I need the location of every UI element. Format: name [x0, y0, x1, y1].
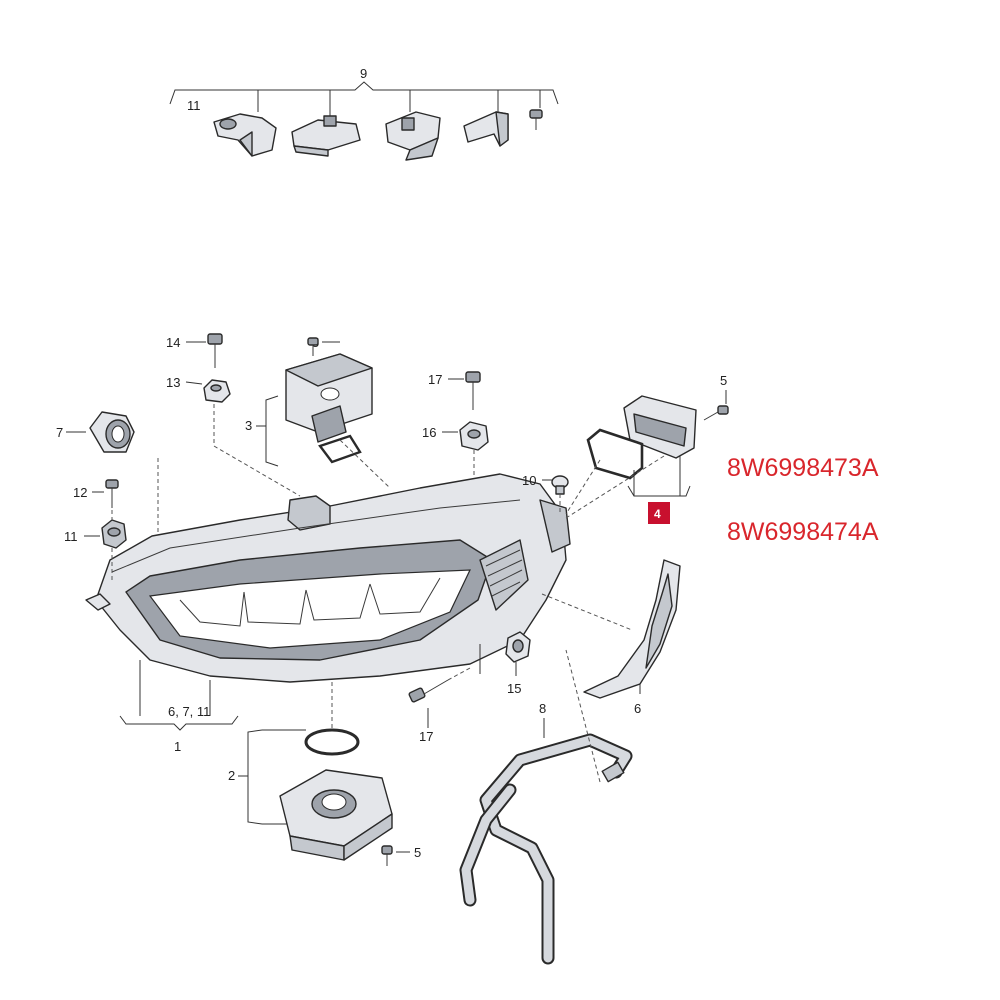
fasteners-left: 14 13 7 12 11 — [56, 333, 231, 549]
nut-16 — [459, 421, 489, 451]
fasteners-right: 10 5 4 — [522, 373, 729, 524]
clip-part-11 — [213, 113, 277, 157]
bracket-b — [385, 111, 441, 161]
vent-hose-8: 8 — [459, 649, 633, 965]
bolt-17-top — [465, 371, 481, 410]
bracket-group-9: 9 11 — [169, 66, 559, 161]
callout-17-top: 17 — [428, 372, 442, 387]
headlamp-assembly-1 — [85, 404, 571, 683]
callout-5-right: 5 — [720, 373, 727, 388]
callout-15: 15 — [507, 681, 521, 696]
callout-6-7-11: 6, 7, 11 — [168, 704, 210, 719]
callout-11-left: 11 — [64, 529, 78, 544]
callout-9: 9 — [360, 66, 367, 81]
callout-5-bottom: 5 — [414, 845, 421, 860]
callout-1: 1 — [174, 739, 181, 754]
bracket-a — [291, 115, 361, 157]
callout-8: 8 — [539, 701, 546, 716]
callout-13: 13 — [166, 375, 180, 390]
screw-5-ecu — [307, 337, 319, 356]
control-module-3: 5 3 — [245, 335, 391, 489]
callout-14: 14 — [166, 335, 180, 350]
ballast-housing — [279, 769, 393, 861]
bolt-17-bottom: 17 — [408, 667, 471, 744]
trim-strip-6: 6 — [541, 559, 681, 716]
callout-6: 6 — [634, 701, 641, 716]
ecu-housing — [285, 353, 373, 443]
fasteners-center: 17 16 — [422, 371, 489, 478]
callout-12: 12 — [73, 485, 87, 500]
nut-13 — [203, 379, 231, 403]
screw-12 — [105, 479, 119, 508]
screw-top — [529, 109, 543, 130]
grommet-7 — [89, 411, 135, 453]
plug-10 — [551, 475, 569, 495]
callout-4: 4 — [654, 507, 661, 521]
part-number-right: 8W6998474A — [727, 518, 879, 546]
assembly-brace-1: 6, 7, 11 1 — [119, 660, 239, 754]
callout-11-top: 11 — [187, 98, 201, 113]
o-ring — [304, 728, 360, 756]
callout-2: 2 — [228, 768, 235, 783]
callout-16: 16 — [422, 425, 436, 440]
part-number-left: 8W6998473A — [727, 454, 879, 482]
screw-5-right — [703, 405, 729, 421]
group-brace-9 — [169, 81, 559, 105]
badge-4: 4 — [648, 502, 670, 524]
callout-7: 7 — [56, 425, 63, 440]
callout-10: 10 — [522, 473, 536, 488]
callout-17-bottom: 17 — [419, 729, 433, 744]
ballast-module-2: 2 5 — [228, 682, 421, 866]
adjuster-15: 15 — [479, 631, 531, 696]
led-module-4 — [586, 395, 697, 480]
bracket-c — [463, 111, 509, 147]
nut-11 — [101, 519, 127, 549]
ecu-gasket — [318, 434, 362, 464]
callout-3: 3 — [245, 418, 252, 433]
bolt-14 — [207, 333, 223, 368]
badge-4-box — [648, 502, 670, 524]
screw-5-bottom — [381, 845, 393, 866]
